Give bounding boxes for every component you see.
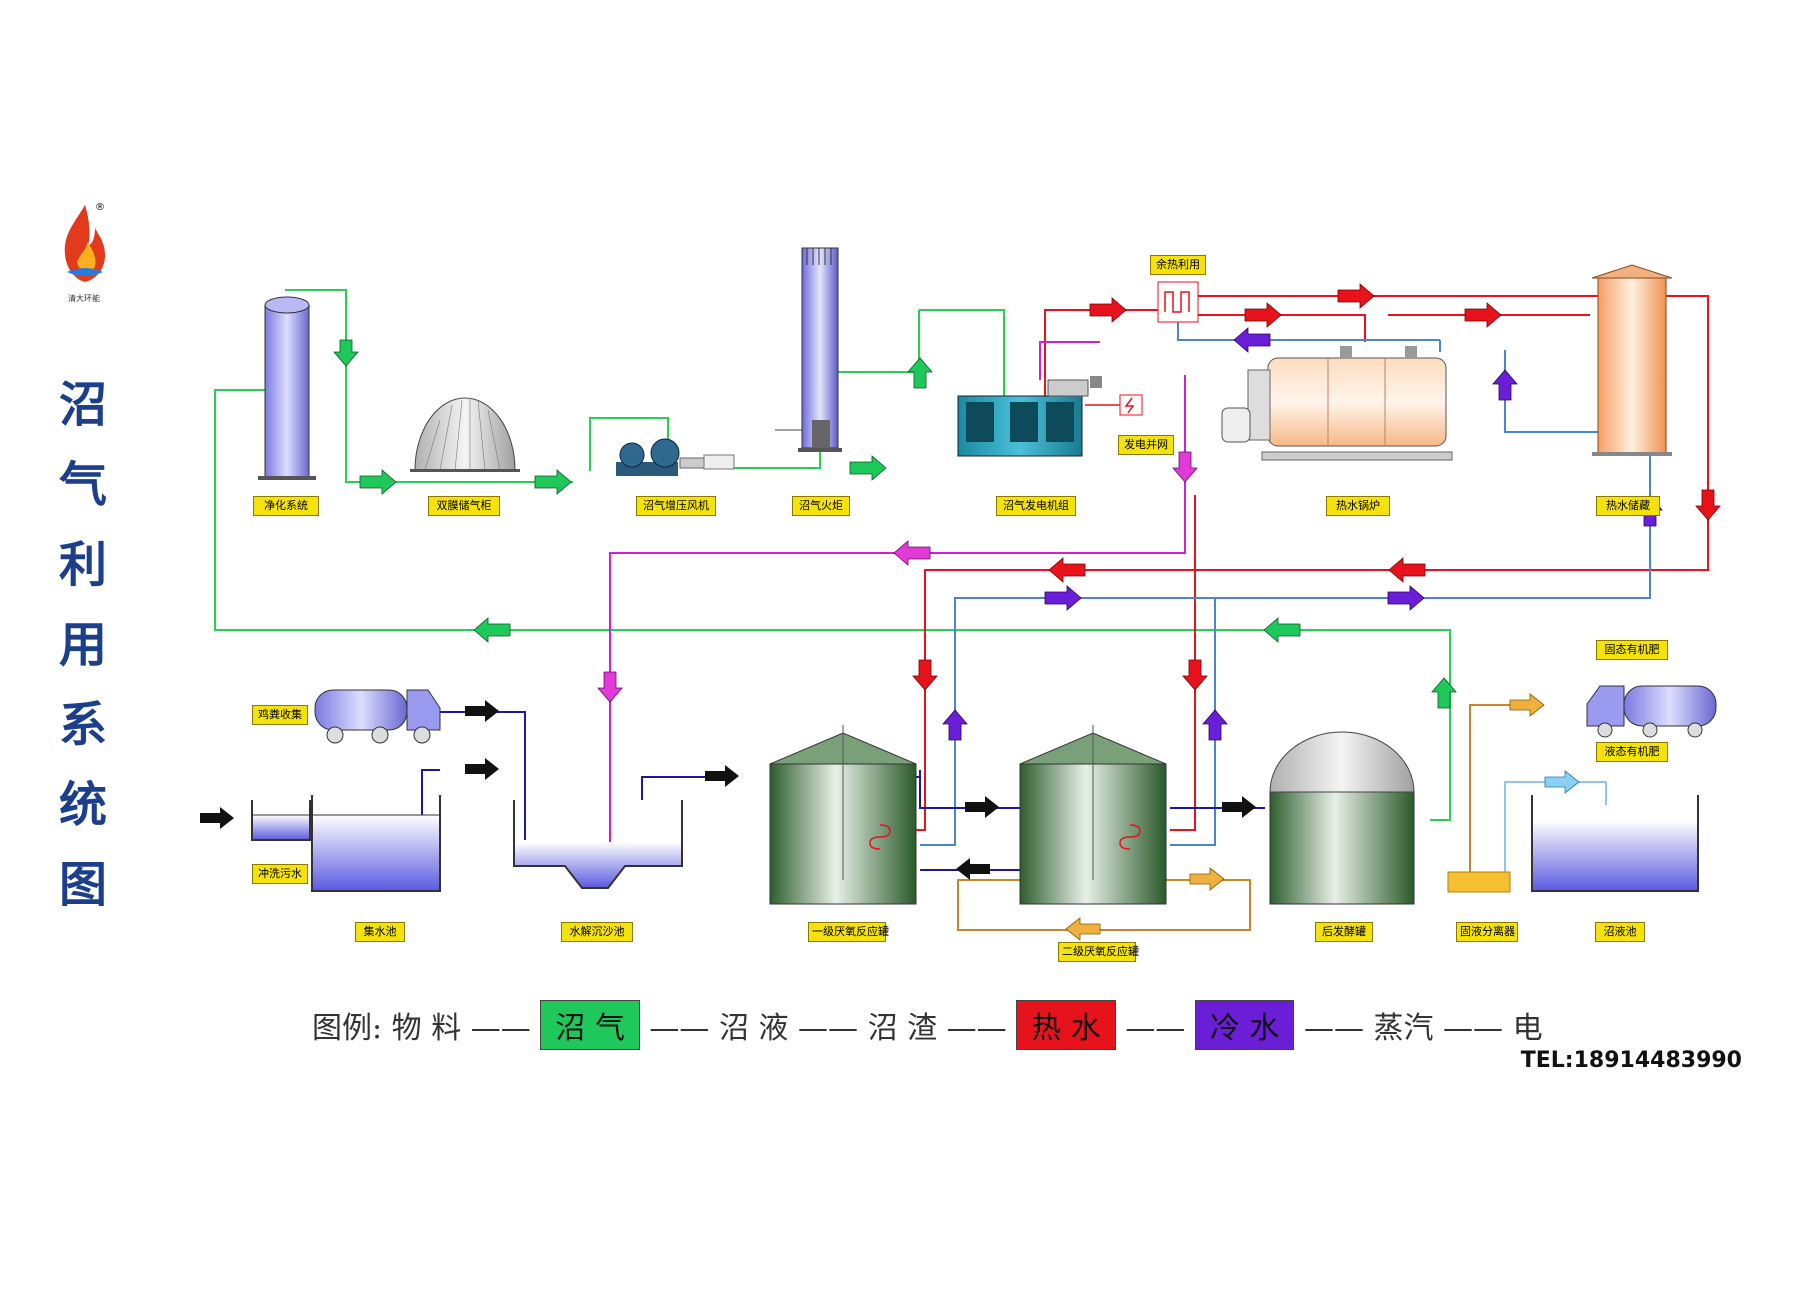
title-char-6: 统 bbox=[58, 777, 107, 833]
label-booster: 沼气增压风机 bbox=[636, 496, 716, 516]
legend-steam: 蒸汽 bbox=[1373, 1011, 1434, 1046]
legend-slurry: 沼 液 bbox=[718, 1011, 789, 1046]
label-hot-tank: 热水储藏 bbox=[1596, 496, 1660, 516]
separator-box bbox=[1447, 871, 1511, 893]
label-flare: 沼气火炬 bbox=[792, 496, 850, 516]
grid-connection-icon bbox=[1119, 394, 1143, 416]
hydrolysis-tank bbox=[513, 800, 683, 889]
legend-material: 物 料 bbox=[391, 1011, 462, 1046]
generator-set bbox=[957, 376, 1102, 457]
legend-biogas: 沼 气 bbox=[540, 1000, 640, 1050]
legend-cold-water: 冷 水 bbox=[1194, 1000, 1295, 1050]
collection-pool bbox=[252, 795, 441, 892]
legend-dash-1: —— bbox=[470, 1011, 531, 1046]
booster-blower bbox=[616, 438, 735, 476]
title-char-1: 沼 bbox=[58, 377, 107, 433]
label-waste-heat: 余热利用 bbox=[1150, 255, 1206, 275]
label-reactor1: 一级厌氧反应罐 bbox=[808, 922, 889, 942]
label-generator: 沼气发电机组 bbox=[996, 496, 1076, 516]
logo-brand-text: 清大环能 bbox=[68, 294, 100, 303]
slurry-pool bbox=[1531, 795, 1699, 892]
label-double-membrane: 双膜储气柜 bbox=[428, 496, 500, 516]
hot-water-storage bbox=[1591, 264, 1673, 456]
cold-water-pipes bbox=[920, 318, 1651, 846]
tel-number: TEL:18914483990 bbox=[1520, 1048, 1742, 1073]
label-separator: 固液分离器 bbox=[1456, 922, 1518, 942]
legend-dash-4: —— bbox=[946, 1011, 1007, 1046]
legend-hot-water: 热 水 bbox=[1016, 1000, 1116, 1050]
legend-electric: 电 bbox=[1512, 1011, 1543, 1046]
legend: 图例: 物 料 —— 沼 气 —— 沼 液 —— 沼 渣 —— 热 水 —— 冷… bbox=[312, 1000, 1543, 1050]
registered-mark: ® bbox=[95, 202, 105, 213]
post-ferment-tank bbox=[1269, 731, 1415, 905]
label-reactor2: 二级厌氧反应罐 bbox=[1058, 942, 1139, 962]
legend-dash-2: —— bbox=[649, 1011, 710, 1046]
hot-water-boiler bbox=[1221, 346, 1453, 461]
label-flush: 冲洗污水 bbox=[252, 864, 308, 884]
flow-arrows bbox=[200, 283, 1721, 941]
flush-tank bbox=[251, 800, 311, 841]
label-liquid-fert: 液态有机肥 bbox=[1596, 742, 1668, 762]
label-collect-pool: 集水池 bbox=[355, 922, 405, 942]
legend-dash-5: —— bbox=[1125, 1011, 1186, 1046]
double-membrane-tank bbox=[410, 397, 520, 472]
label-boiler: 热水锅炉 bbox=[1326, 496, 1390, 516]
legend-residue: 沼 渣 bbox=[867, 1011, 938, 1046]
purify-tank bbox=[258, 296, 316, 480]
label-hydrolysis: 水解沉沙池 bbox=[561, 922, 633, 942]
title-char-3: 利 bbox=[58, 537, 107, 593]
title-char-5: 系 bbox=[58, 697, 107, 753]
fertilizer-truck bbox=[1586, 685, 1717, 738]
reactor-1 bbox=[769, 725, 917, 905]
legend-dash-3: —— bbox=[798, 1011, 859, 1046]
label-biogas-slurry: 沼液池 bbox=[1595, 922, 1645, 942]
waste-heat-exchanger bbox=[1157, 281, 1199, 323]
title-char-7: 图 bbox=[58, 857, 107, 913]
legend-dash-7: —— bbox=[1443, 1011, 1504, 1046]
label-post-ferment: 后发酵罐 bbox=[1315, 922, 1373, 942]
label-purify: 净化系统 bbox=[253, 496, 319, 516]
label-manure: 鸡粪收集 bbox=[252, 705, 308, 725]
legend-dash-6: —— bbox=[1303, 1011, 1364, 1046]
flame-logo-icon: ® bbox=[64, 202, 105, 282]
reactor-2 bbox=[1019, 725, 1167, 905]
legend-prefix: 图例: bbox=[312, 1011, 392, 1046]
label-grid: 发电并网 bbox=[1118, 435, 1174, 455]
title-char-2: 气 bbox=[58, 457, 107, 513]
title-char-4: 用 bbox=[58, 617, 107, 673]
flare-tower bbox=[775, 247, 842, 452]
label-solid-fert: 固态有机肥 bbox=[1596, 640, 1668, 660]
manure-truck bbox=[314, 689, 441, 744]
